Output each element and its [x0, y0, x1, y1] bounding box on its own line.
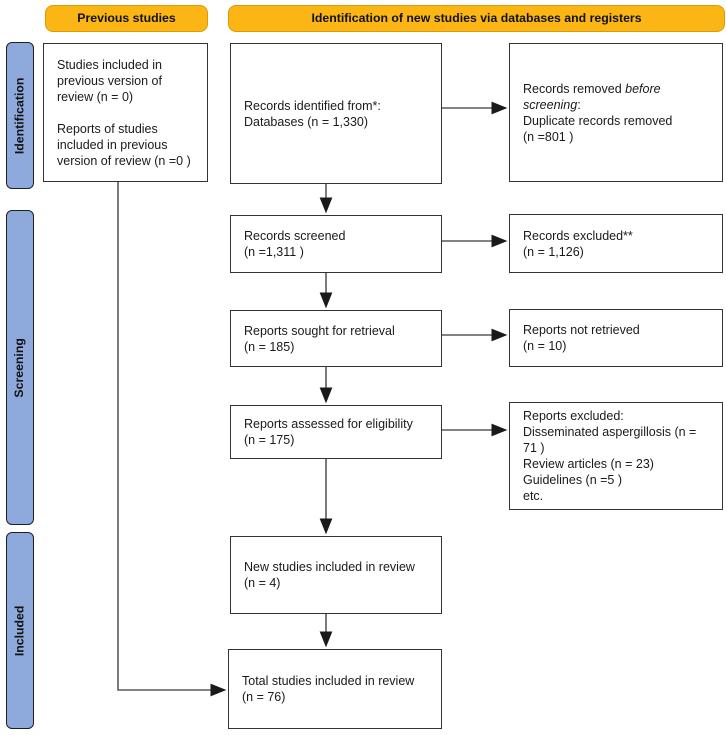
sidebar-screening-label: Screening [12, 337, 27, 398]
records-excluded-line2: (n = 1,126) [523, 244, 584, 259]
box-new-studies-included: New studies included in review (n = 4) [230, 536, 442, 614]
sidebar-included-label: Included [12, 605, 27, 656]
reports-excluded-title: Reports excluded: [523, 409, 624, 423]
reports-excluded-item: Guidelines (n =5 ) [523, 473, 623, 487]
box-reports-not-retrieved: Reports not retrieved (n = 10) [509, 309, 723, 367]
previous-review-line1: Studies included in previous version of … [57, 57, 162, 104]
reports-excluded-item: Review articles (n = 23) [523, 457, 654, 471]
records-excluded-line1: Records excluded** [523, 228, 633, 243]
reports-sought-line2: (n = 185) [244, 339, 295, 354]
reports-assessed-line1: Reports assessed for eligibility [244, 417, 413, 431]
box-records-removed: Records removed before screening: Duplic… [509, 43, 723, 182]
records-screened-line2: (n =1,311 ) [244, 245, 304, 259]
reports-assessed-line2: (n = 175) [244, 433, 295, 447]
sidebar-identification-label: Identification [12, 77, 27, 154]
arrow-previous-to-total [117, 182, 227, 697]
sidebar-included: Included [6, 532, 34, 729]
records-identified-line2: Databases (n = 1,330) [244, 114, 369, 129]
spacer [57, 105, 197, 121]
previous-review-line2: Reports of studies included in previous … [57, 121, 191, 168]
reports-not-retrieved-line2: (n = 10) [523, 339, 567, 353]
records-removed-line3: (n =801 ) [523, 129, 574, 144]
records-removed-suffix: : [577, 97, 581, 112]
records-removed-prefix: Records removed [523, 81, 626, 96]
sidebar-identification: Identification [6, 42, 34, 189]
total-studies-line2: (n = 76) [242, 690, 286, 704]
header-identification-new-studies: Identification of new studies via databa… [228, 5, 725, 32]
box-reports-assessed: Reports assessed for eligibility (n = 17… [230, 405, 442, 459]
box-previous-review-studies: Studies included in previous version of … [43, 43, 208, 182]
box-records-excluded: Records excluded** (n = 1,126) [509, 214, 723, 273]
reports-sought-line1: Reports sought for retrieval [244, 323, 395, 338]
header-previous-studies: Previous studies [45, 5, 208, 32]
records-identified-line1: Records identified from*: [244, 98, 381, 113]
box-records-identified: Records identified from*: Databases (n =… [230, 43, 442, 184]
records-removed-line2: Duplicate records removed [523, 113, 673, 128]
box-total-studies-included: Total studies included in review (n = 76… [228, 649, 442, 729]
sidebar-screening: Screening [6, 210, 34, 525]
records-removed-italic: before screening [523, 81, 661, 112]
records-removed-title: Records removed before screening: [523, 81, 712, 113]
box-records-screened: Records screened (n =1,311 ) [230, 215, 442, 273]
reports-not-retrieved-line1: Reports not retrieved [523, 323, 640, 337]
records-screened-line1: Records screened [244, 229, 346, 243]
box-reports-sought: Reports sought for retrieval (n = 185) [230, 310, 442, 367]
reports-excluded-item: etc. [523, 489, 544, 503]
reports-excluded-item: Disseminated aspergillosis (n = 71 ) [523, 425, 697, 455]
total-studies-line1: Total studies included in review [242, 674, 415, 688]
box-reports-excluded: Reports excluded: Disseminated aspergill… [509, 402, 723, 510]
new-studies-line1: New studies included in review [244, 560, 415, 574]
new-studies-line2: (n = 4) [244, 576, 281, 590]
